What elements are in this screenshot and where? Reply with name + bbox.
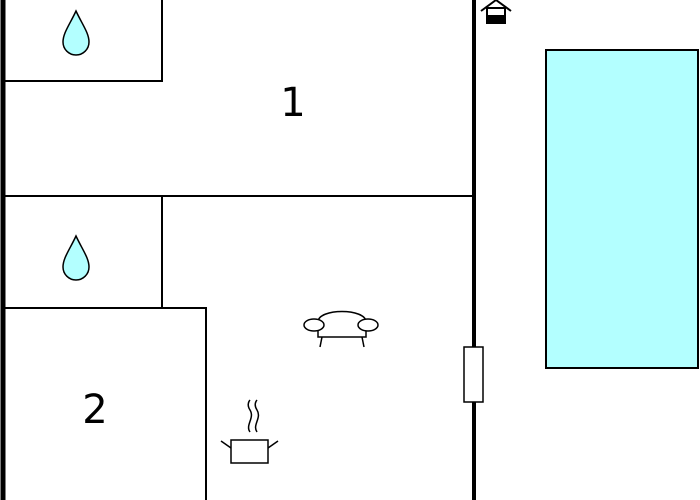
swimming-pool	[545, 49, 699, 369]
bathroom-1-walls	[2, 0, 163, 82]
sofa-icon	[303, 310, 379, 348]
window	[463, 346, 484, 403]
cooking-pot-icon	[220, 399, 279, 464]
walls	[0, 0, 476, 500]
water-drop-icon	[62, 234, 90, 281]
water-drop-icon	[62, 9, 90, 56]
room-1-label: 1	[280, 80, 305, 126]
house-entrance-icon	[480, 0, 512, 24]
room-2-label: 2	[82, 387, 107, 433]
room-2-walls	[2, 307, 207, 500]
